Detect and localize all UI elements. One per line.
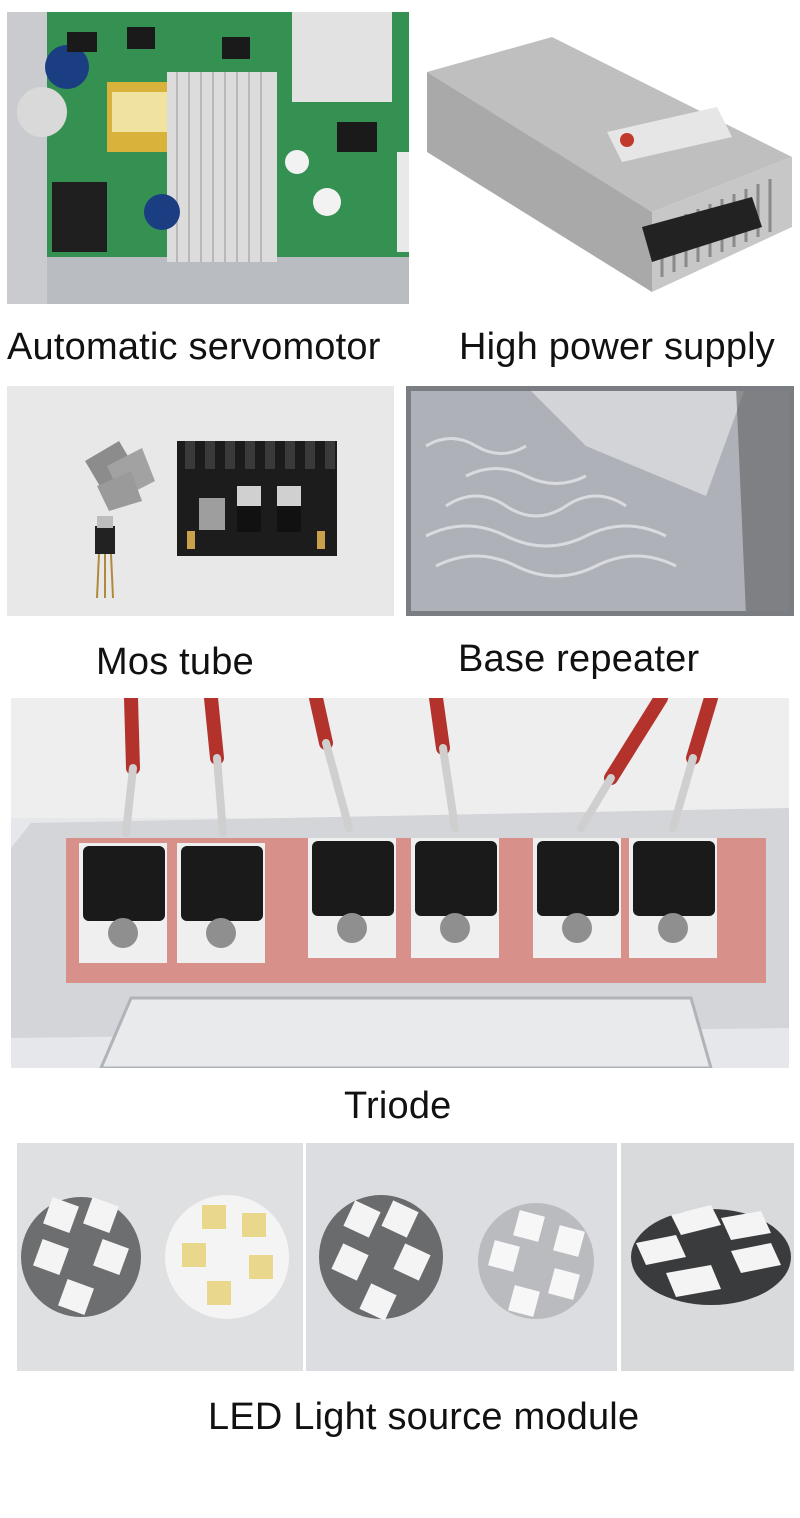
triode-heatsink-photo	[11, 698, 789, 1068]
caption-led-light-source-module: LED Light source module	[208, 1396, 640, 1438]
caption-mos-tube: Mos tube	[96, 641, 254, 683]
caption-base-repeater: Base repeater	[458, 638, 700, 680]
caption-high-power-supply: High power supply	[459, 326, 776, 368]
led-board-assembled-photo	[306, 1143, 617, 1371]
aluminum-housing-photo	[406, 386, 794, 616]
led-board-pair-photo	[17, 1143, 303, 1371]
caption-triode: Triode	[344, 1085, 452, 1127]
circuit-board-photo	[7, 12, 409, 304]
caption-automatic-servomotor: Automatic servomotor	[7, 326, 381, 368]
mos-tube-components-photo	[7, 386, 394, 616]
led-board-angled-photo	[621, 1143, 794, 1371]
power-supply-photo	[412, 12, 800, 304]
